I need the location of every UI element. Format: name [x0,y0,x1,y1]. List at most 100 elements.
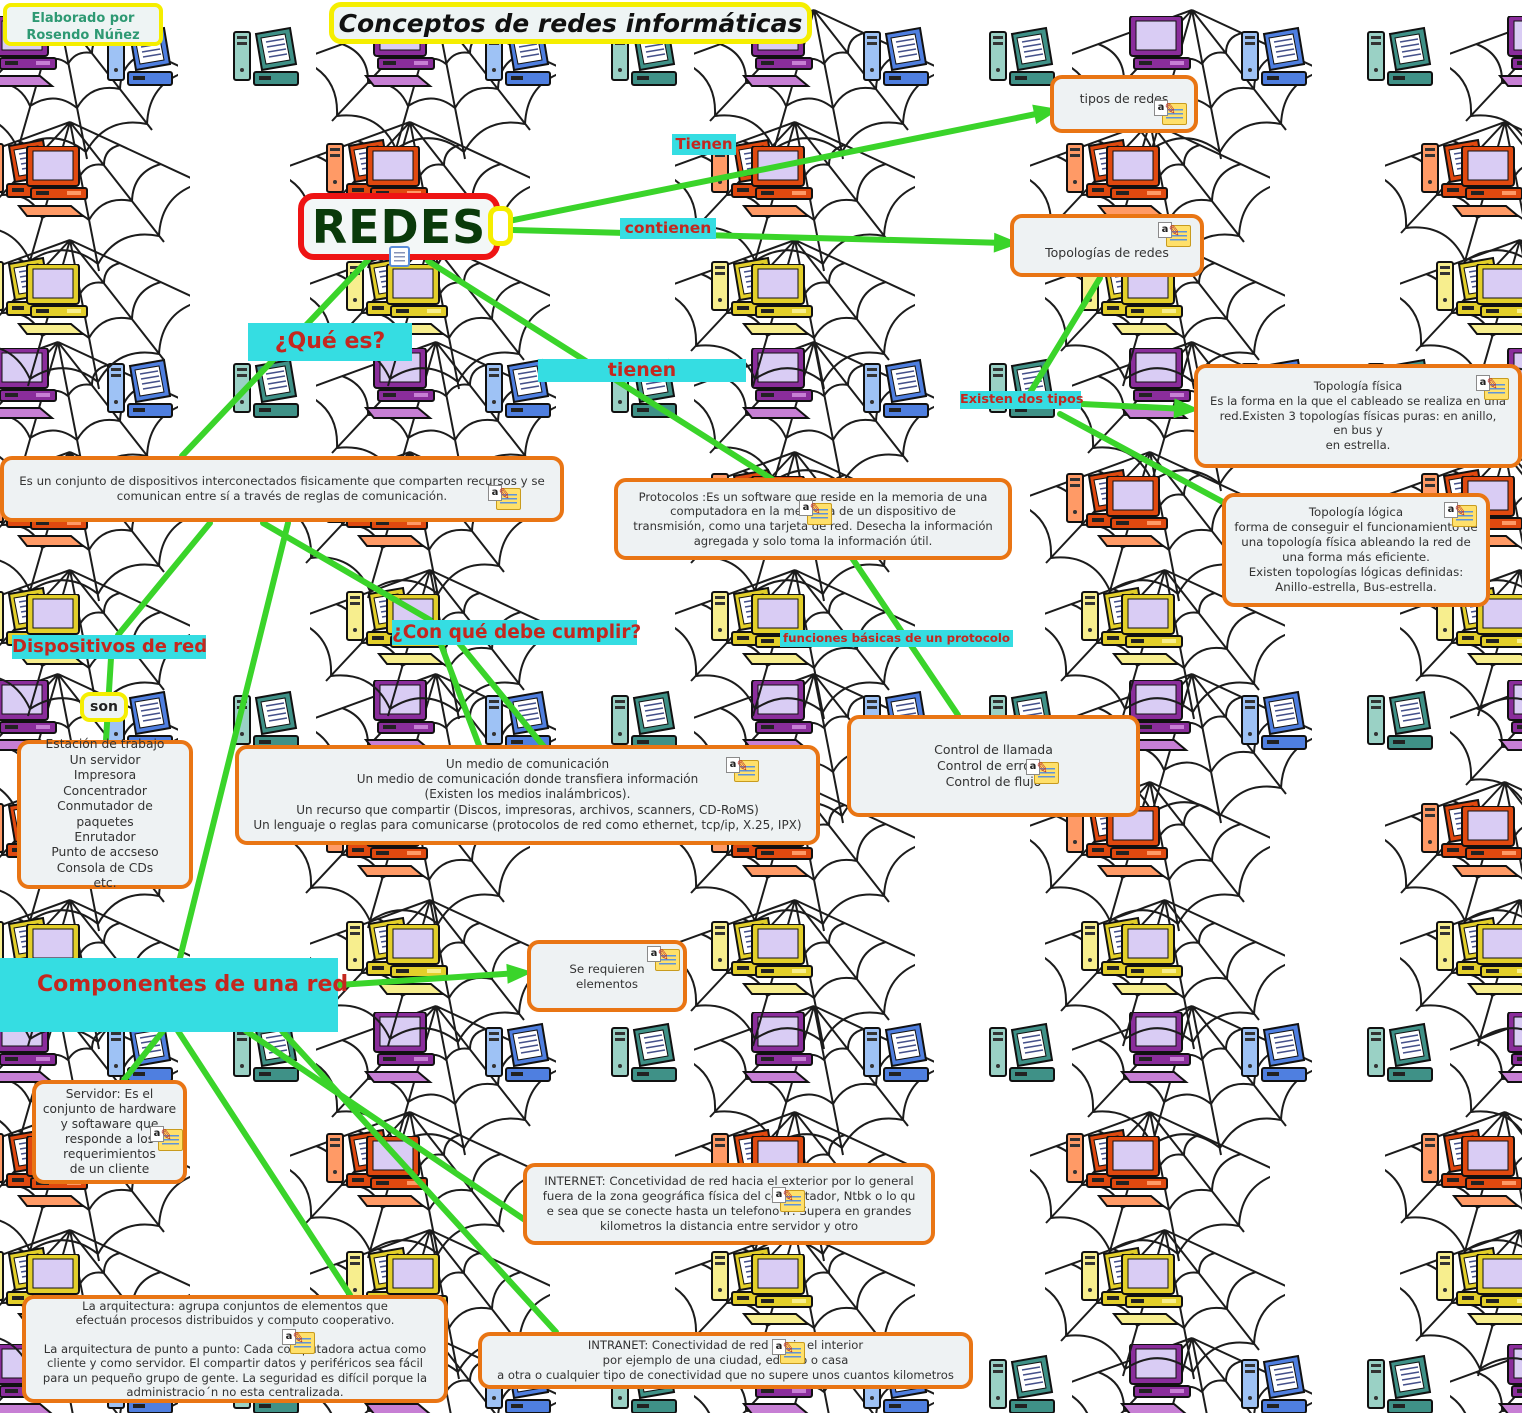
annotation-icon[interactable]: a ✎ [726,756,759,782]
computer-icon [351,1135,435,1214]
computer-icon [1240,1354,1318,1413]
concept-box-topologias-de-redes[interactable]: Topologías de redes a ✎ [1010,214,1204,277]
computer-icon [862,358,940,430]
computer-icon [1240,26,1318,98]
computer-icon [1106,1253,1190,1332]
link-label-que-es[interactable]: ¿Qué es? [248,323,412,361]
annotation-icon[interactable]: a ✎ [1154,99,1187,125]
computer-icon [1114,1011,1198,1090]
computer-icon [1091,805,1175,884]
annotation-icon[interactable]: a ✎ [150,1125,183,1151]
link-label-tienen-mid[interactable]: tienen [538,359,746,382]
computer-icon [106,358,184,430]
concept-box-internet[interactable]: INTERNET: Concetividad de red hacia el e… [523,1163,935,1245]
computer-icon [1106,593,1190,672]
computer-icon [736,593,820,672]
annotation-icon[interactable]: a ✎ [772,1186,805,1212]
annotation-icon[interactable]: a ✎ [799,499,832,525]
concept-box-control-protocolo[interactable]: Control de llamada Control de errores Co… [847,715,1140,817]
computer-icon [1492,1343,1522,1413]
concept-box-intranet[interactable]: INTRANET: Conectividad de red hacia el i… [478,1332,973,1389]
note-icon: ✎ [1162,99,1187,125]
computer-icon [736,263,820,342]
link-label-contienen[interactable]: contienen [620,218,716,239]
computer-icon [1446,805,1522,884]
note-icon: ✎ [496,484,521,510]
annotation-icon[interactable]: a ✎ [647,945,680,971]
computer-icon [1091,475,1175,554]
note-icon: ✎ [780,1186,805,1212]
annotation-icon[interactable]: a ✎ [772,1338,805,1364]
computer-icon [736,1011,820,1090]
note-icon: ✎ [1166,221,1191,247]
computer-icon [1461,263,1522,342]
computer-icon [862,26,940,98]
computer-icon [1240,690,1318,762]
document-icon[interactable] [389,246,410,267]
concept-box-tipos-de-redes[interactable]: tipos de redes a ✎ [1050,75,1198,133]
link-label-con-que-debe-cumplir[interactable]: ¿Con qué debe cumplir? [392,620,642,645]
concept-node-redes[interactable]: REDES [298,193,500,260]
computer-icon [1091,145,1175,224]
computer-icon [736,923,820,1002]
redes-label: REDES [311,199,487,254]
note-icon: ✎ [1452,501,1477,527]
concept-box-servidor[interactable]: Servidor: Es el conjunto de hardware y s… [32,1080,187,1184]
computer-icon [1461,593,1522,672]
link-label-funciones-basicas[interactable]: funciones básicas de un protocolo [780,630,1013,647]
link-label-existen-dos-tipos[interactable]: Existen dos tipos [960,391,1084,409]
computer-icon [862,1022,940,1094]
author-credit-text: Elaborado por Rosendo Núñez [26,11,140,43]
concept-box-dispositivos-lista[interactable]: Estación de trabajo Un servidor Impresor… [17,737,193,890]
computer-icon [988,1354,1066,1413]
computer-icon [1114,1343,1198,1413]
map-title-box[interactable]: Conceptos de redes informáticas [329,2,812,44]
computer-icon [1106,923,1190,1002]
concept-box-medio-de-comunicacion[interactable]: Un medio de comunicación Un medio de com… [235,745,820,845]
note-icon: ✎ [1034,758,1059,784]
computer-icon [988,1022,1066,1094]
computer-icon [11,263,95,342]
note-icon: ✎ [655,945,680,971]
note-icon: ✎ [158,1125,183,1151]
concept-box-topologia-logica[interactable]: Topología lógica forma de conseguir el f… [1222,493,1490,607]
annotation-icon[interactable]: a ✎ [1444,501,1477,527]
concept-box-topologia-fisica[interactable]: Topología física Es la forma en la que e… [1194,364,1522,468]
annotation-icon[interactable]: a ✎ [1026,758,1059,784]
link-node-son[interactable]: son [80,692,128,722]
link-label-tienen-top[interactable]: Tienen [672,134,736,155]
computer-icon [1446,1135,1522,1214]
computer-icon [610,690,688,762]
computer-icon [1091,1135,1175,1214]
computer-icon [1492,15,1522,94]
computer-icon [1492,1011,1522,1090]
note-icon: ✎ [1484,374,1509,400]
annotation-icon[interactable]: a ✎ [1476,374,1509,400]
annotation-icon[interactable]: a ✎ [1158,221,1191,247]
computer-icon [610,1022,688,1094]
computer-icon [232,358,310,430]
concept-box-se-requieren-elementos[interactable]: Se requieren elementos a ✎ [527,940,687,1012]
link-label-dispositivos-de-red[interactable]: Dispositivos de red [12,635,208,659]
map-title: Conceptos de redes informáticas [338,8,803,38]
link-handle[interactable] [488,206,513,246]
note-icon: ✎ [780,1338,805,1364]
concept-box-arquitectura[interactable]: La arquitectura: agrupa conjuntos de ele… [22,1295,448,1403]
concept-box-protocolos[interactable]: Protocolos :Es un software que reside en… [614,478,1012,560]
computer-icon [1366,690,1444,762]
annotation-icon[interactable]: a ✎ [488,484,521,510]
son-label: son [90,699,118,715]
computer-icon [1366,1022,1444,1094]
computer-icon [1240,1022,1318,1094]
computer-icon [1114,15,1198,94]
link-label-componentes-de-una-red[interactable]: Componentes de una red [0,958,348,1032]
annotation-icon[interactable]: a ✎ [282,1328,315,1354]
computer-icon [232,26,310,98]
author-credit-box[interactable]: Elaborado por Rosendo Núñez [3,3,163,46]
note-icon: ✎ [807,499,832,525]
computer-icon [11,593,95,672]
computer-icon [1446,145,1522,224]
concept-box-definicion[interactable]: Es un conjunto de dispositivos intercone… [0,456,564,522]
note-icon: ✎ [734,756,759,782]
